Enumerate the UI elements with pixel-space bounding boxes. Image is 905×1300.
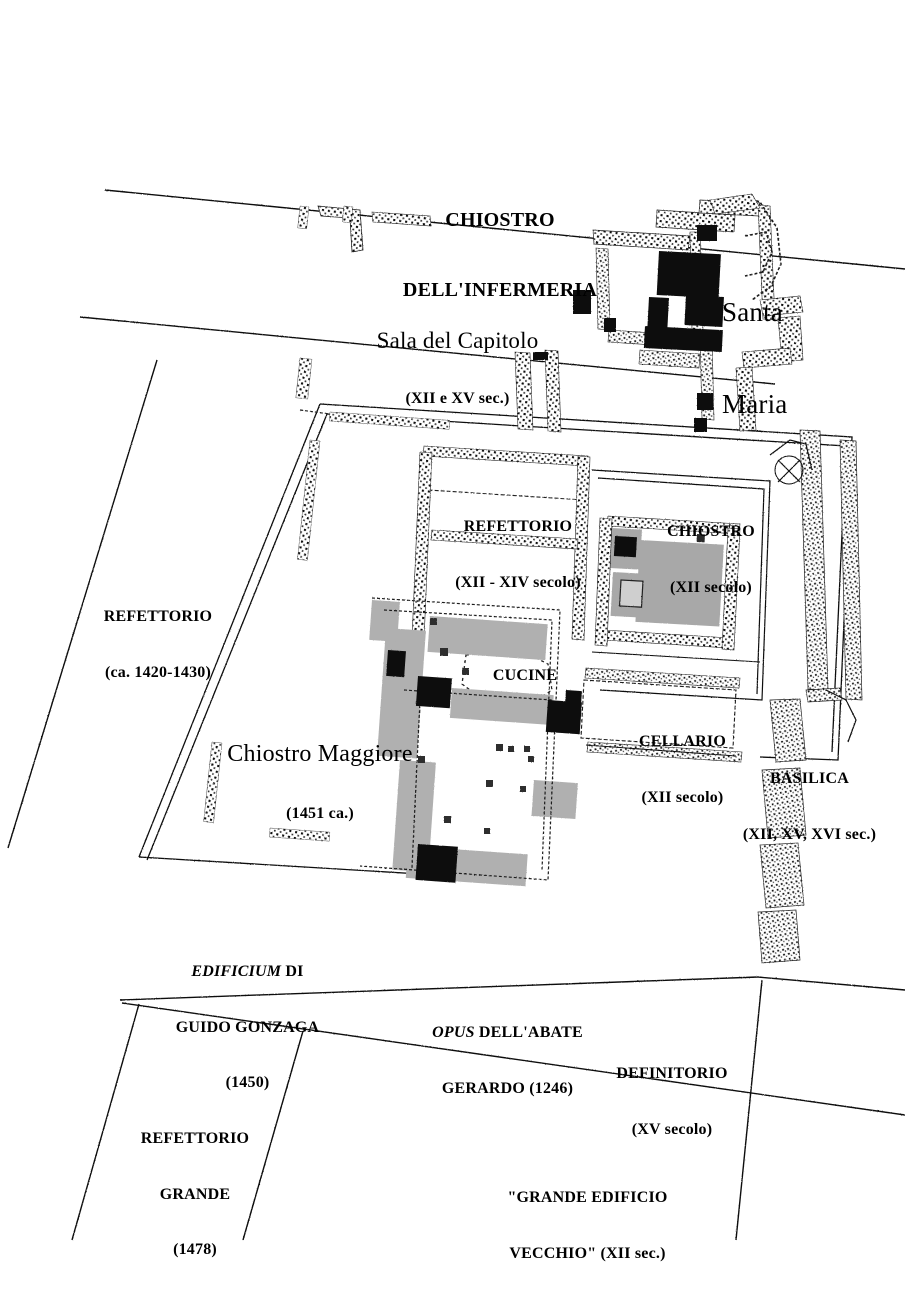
basilica-walls xyxy=(757,429,863,964)
label-line-2: (XV secolo) xyxy=(631,1120,713,1138)
label-definitorio: DEFINITORIO (XV secolo) xyxy=(582,1028,762,1176)
chiostro-xii-enclosure xyxy=(591,469,771,701)
label-line-1: CELLARIO xyxy=(639,733,726,751)
boundary-south-upper xyxy=(119,976,759,1001)
label-line-3: (1478) xyxy=(173,1241,217,1259)
label-edificium-guido-gonzaga: EDIFICIUM DI GUIDO GONZAGA (1450) xyxy=(130,926,365,1130)
precinct-south-line xyxy=(138,856,421,875)
label-line-1: DEFINITORIO xyxy=(616,1065,728,1083)
label-line-1: REFETTORIO xyxy=(140,1130,250,1148)
leader-lines xyxy=(585,651,761,757)
chiostro-maggiore xyxy=(299,409,582,887)
label-chiostro-maggiore: Chiostro Maggiore (1451 ca.) xyxy=(185,706,455,859)
label-chiostro-dell-infermeria: CHIOSTRO DELL'INFERMERIA xyxy=(345,163,655,349)
label-refettorio-xii-xiv: REFETTORIO (XII - XIV secolo) xyxy=(428,481,608,629)
boundary-south-upper2 xyxy=(757,976,905,991)
label-line-2: Maria xyxy=(722,388,788,419)
label-line-2: VECCHIO" (XII sec.) xyxy=(509,1244,666,1262)
label-basilica: BASILICA (XII, XV, XVI sec.) xyxy=(712,733,905,881)
label-line-1-rest: DI xyxy=(281,963,304,981)
boundary-west-long xyxy=(7,359,158,849)
refettorio-xii-xiv xyxy=(411,445,591,641)
label-line-2: (XII secolo) xyxy=(641,788,724,806)
basilica-outline xyxy=(769,439,857,743)
label-line-1: OPUS DELL'ABATE xyxy=(400,1024,615,1043)
label-opus-abate-gerardo: OPUS DELL'ABATE GERARDO (1246) xyxy=(400,987,615,1135)
chiostro-maggiore-piers xyxy=(386,650,582,883)
infirmary-solid-masonry xyxy=(573,225,724,432)
scattered-masonry xyxy=(203,205,450,842)
label-line-2: (XII, XV, XVI sec.) xyxy=(742,825,877,843)
chiostro-maggiore-piers-small xyxy=(418,618,534,834)
boundary-south-west-vertical xyxy=(71,1003,140,1241)
plan-body xyxy=(7,189,905,1241)
label-line-1: "GRANDE EDIFICIO xyxy=(507,1189,668,1207)
label-grande-edificio-vecchio: "GRANDE EDIFICIO VECCHIO" (XII sec.) xyxy=(470,1152,705,1300)
label-line-2: (XII - XIV secolo) xyxy=(455,573,581,591)
label-line-1: EDIFICIUM DI xyxy=(130,963,365,982)
label-line-1: Sala del Capitolo xyxy=(376,327,539,353)
label-sala-del-capitolo: Sala del Capitolo (XII e XV sec.) xyxy=(330,293,585,444)
boundary-south-east-vertical xyxy=(735,979,763,1241)
label-line-1: CHIOSTRO xyxy=(667,523,755,541)
label-line-2: (XII e XV sec.) xyxy=(405,390,510,408)
label-chiostro-xii-secolo: CHIOSTRO (XII secolo) xyxy=(628,486,794,634)
label-line-3: (1450) xyxy=(225,1074,270,1092)
boundary-north-lower xyxy=(79,316,776,385)
label-line-2: GUIDO GONZAGA xyxy=(175,1018,320,1036)
chiostro-xii xyxy=(594,515,741,651)
label-line-2: GRANDE xyxy=(159,1185,231,1203)
chiostro-xii-garth xyxy=(635,540,724,627)
label-cellario: CELLARIO (XII secolo) xyxy=(600,696,765,844)
label-line-1: CHIOSTRO xyxy=(445,209,555,232)
label-santa-maria: Santa Maria xyxy=(722,235,897,481)
boundary-south-slope xyxy=(121,1002,905,1116)
label-line-2: (1451 ca.) xyxy=(286,805,354,823)
santa-maria-rubble xyxy=(709,193,804,432)
precinct-west2 xyxy=(146,413,328,861)
cellario-block xyxy=(580,667,743,763)
label-line-2: (XII secolo) xyxy=(670,578,752,596)
label-line-1: Chiostro Maggiore xyxy=(227,740,413,767)
label-line-1-rest: DELL'ABATE xyxy=(474,1024,583,1042)
label-refettorio-grande: REFETTORIO GRANDE (1478) xyxy=(100,1093,290,1297)
label-line-2: DELL'INFERMERIA xyxy=(402,278,598,301)
boundary-south-mid-vertical xyxy=(242,1030,304,1241)
label-italic-word: EDIFICIUM xyxy=(191,963,282,981)
label-line-1: REFETTORIO xyxy=(103,608,213,626)
label-refettorio-1420-1430: REFETTORIO (ca. 1420-1430) xyxy=(58,571,258,719)
label-line-2: GERARDO (1246) xyxy=(441,1079,574,1097)
label-italic-word: OPUS xyxy=(432,1024,475,1042)
precinct-west xyxy=(138,403,321,858)
label-line-1: BASILICA xyxy=(770,770,849,788)
label-line-1: CUCINE xyxy=(492,667,558,685)
label-line-1: REFETTORIO xyxy=(463,518,573,536)
label-line-1: Santa xyxy=(722,296,783,327)
leader-cellario xyxy=(585,744,737,757)
label-line-2: (ca. 1420-1430) xyxy=(104,663,212,681)
leader-chiostro-xii xyxy=(591,651,761,663)
label-cucine: CUCINE xyxy=(455,630,595,723)
